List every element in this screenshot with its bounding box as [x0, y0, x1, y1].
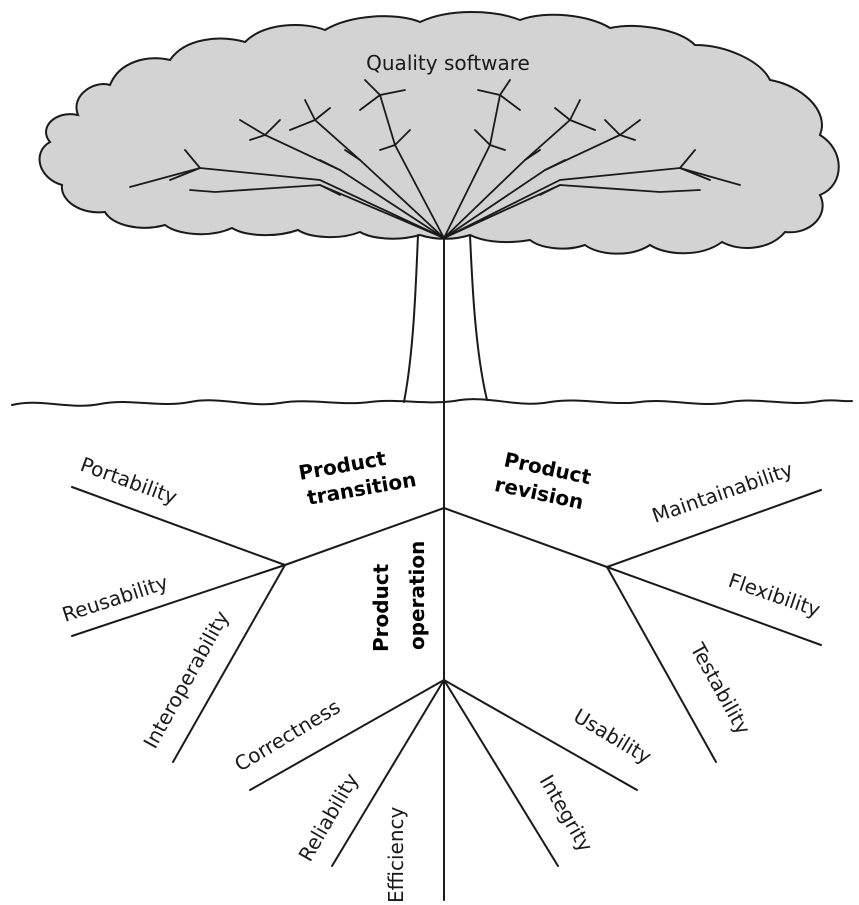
root-product-revision: [443, 507, 608, 568]
tree-trunk-left: [403, 234, 419, 403]
factor-reusability: Reusability: [59, 570, 171, 627]
root-portability: [71, 486, 286, 566]
root-testability: [606, 566, 717, 763]
factor-reliability: Reliability: [294, 769, 364, 866]
root-maintainability: [606, 489, 822, 568]
factor-maintainability: Maintainability: [649, 457, 796, 528]
factor-flexibility: Flexibility: [725, 568, 823, 622]
root-reliability: [331, 679, 445, 867]
category-product-operation: Product operation: [369, 541, 429, 652]
factor-portability: Portability: [77, 452, 180, 509]
category-product-operation-line1: Product: [369, 563, 393, 652]
tree-canopy: [38, 11, 840, 255]
category-product-operation-line2: operation: [405, 541, 429, 650]
root-product-transition: [284, 507, 445, 566]
ground-line: [11, 398, 853, 407]
root-reusability: [71, 564, 286, 637]
root-flexibility: [606, 566, 822, 646]
factor-correctness: Correctness: [230, 695, 344, 777]
category-product-transition: Product transition: [297, 441, 418, 510]
tree-branches: [129, 79, 741, 239]
root-interoperability: [172, 564, 286, 763]
root-integrity: [443, 679, 559, 867]
tree-trunk-right: [469, 234, 488, 401]
canopy-label: Quality software: [366, 51, 530, 75]
category-product-revision: Product revision: [493, 447, 600, 517]
factor-testability: Testability: [685, 638, 755, 739]
root-usability: [443, 679, 638, 791]
factor-efficiency: Efficiency: [384, 806, 408, 903]
root-correctness: [249, 679, 445, 791]
